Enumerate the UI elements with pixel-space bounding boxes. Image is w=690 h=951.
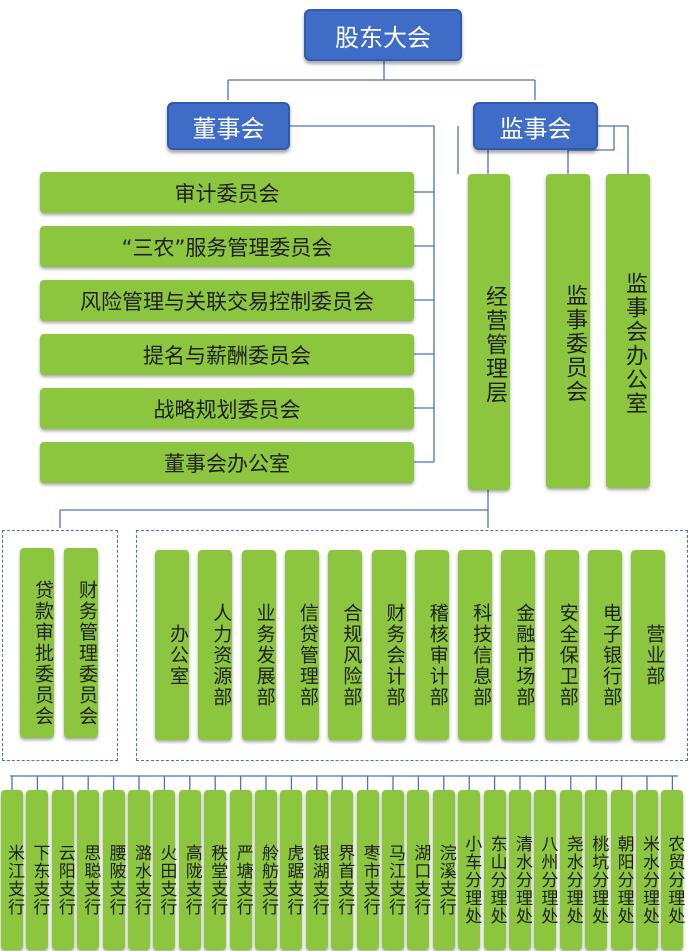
department-box: 办公室 xyxy=(155,550,189,740)
department-box: 人力资源部 xyxy=(198,550,233,740)
board-of-directors-box: 董事会 xyxy=(167,102,290,150)
supervisory-committee-box: 监事委员会 xyxy=(546,174,590,488)
management-box: 经营管理层 xyxy=(468,174,510,490)
branch-box: 桃坑分理处 xyxy=(585,790,608,950)
branch-box: 米江支行 xyxy=(1,790,24,950)
branch-box: 朝阳分理处 xyxy=(610,790,634,950)
branch-box: 虎踞支行 xyxy=(280,790,303,950)
branch-box: 湖口支行 xyxy=(407,790,430,950)
branch-box: 云阳支行 xyxy=(51,790,75,950)
branch-box: 小车分理处 xyxy=(458,790,481,950)
department-box: 电子银行部 xyxy=(588,550,622,740)
supervisory-office-box: 监事会办公室 xyxy=(606,174,650,488)
branch-box: 浣溪支行 xyxy=(432,790,456,950)
committee-nomination: 提名与薪酬委员会 xyxy=(40,334,414,375)
branch-box: 界首支行 xyxy=(331,790,354,950)
board-office: 董事会办公室 xyxy=(40,442,414,483)
branch-box: 潞水支行 xyxy=(128,790,151,950)
committee-audit: 审计委员会 xyxy=(40,172,414,213)
branch-box: 腰陂支行 xyxy=(102,790,126,950)
branch-box: 枣市支行 xyxy=(356,790,380,950)
department-box: 营业部 xyxy=(631,550,666,740)
branch-box: 银湖支行 xyxy=(305,790,329,950)
department-box: 财务会计部 xyxy=(371,550,406,740)
committee-sannong: “三农”服务管理委员会 xyxy=(40,226,414,267)
departments-group xyxy=(136,530,688,761)
branch-box: 高陇支行 xyxy=(178,790,202,950)
loan-approval-committee: 贷款审批委员会 xyxy=(20,548,54,738)
branch-box: 秩堂支行 xyxy=(204,790,227,950)
department-box: 合规风险部 xyxy=(328,550,363,740)
department-box: 业务发展部 xyxy=(241,550,276,740)
branch-box: 严塘支行 xyxy=(229,790,253,950)
committee-strategy: 战略规划委员会 xyxy=(40,388,414,429)
department-box: 安全保卫部 xyxy=(544,550,579,740)
left-committees-group xyxy=(2,530,118,761)
branch-box: 马江支行 xyxy=(382,790,405,950)
branch-box: 农贸分理处 xyxy=(661,790,684,950)
branch-box: 米水分理处 xyxy=(636,790,659,950)
branch-box: 八州分理处 xyxy=(534,790,557,950)
branch-box: 东山分理处 xyxy=(483,790,507,950)
committee-risk: 风险管理与关联交易控制委员会 xyxy=(40,280,414,321)
branch-box: 尧水分理处 xyxy=(559,790,583,950)
department-box: 金融市场部 xyxy=(501,550,536,740)
branch-box: 舲舫支行 xyxy=(255,790,278,950)
department-box: 信贷管理部 xyxy=(284,550,319,740)
board-of-supervisors-box: 监事会 xyxy=(473,102,598,150)
branch-box: 清水分理处 xyxy=(509,790,532,950)
branch-box: 思聪支行 xyxy=(77,790,100,950)
branch-box: 下东支行 xyxy=(26,790,49,950)
branch-box: 火田支行 xyxy=(153,790,176,950)
department-box: 稽核审计部 xyxy=(414,550,449,740)
department-box: 科技信息部 xyxy=(458,550,493,740)
finance-committee: 财务管理委员会 xyxy=(64,548,98,738)
shareholders-meeting-box: 股东大会 xyxy=(304,9,462,61)
